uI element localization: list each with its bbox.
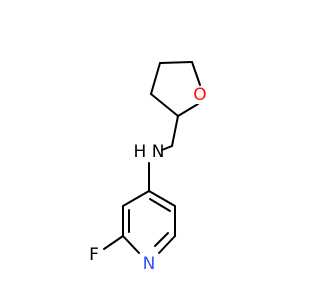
atom-label-fluorine: F <box>89 245 99 265</box>
bond-pyr-c6-n-double <box>154 232 169 247</box>
bond-thf-ch2 <box>171 115 179 147</box>
atom-label-amine: H N <box>134 142 165 162</box>
bond-thf-c4-c1 <box>150 93 179 117</box>
bond-pyr-c2-n <box>122 235 140 254</box>
bond-pyr-c4-c3 <box>122 190 150 207</box>
molecule-structure-diagram: O H N F N <box>89 61 207 274</box>
bond-thf-c1-c2 <box>150 62 161 95</box>
bond-thf-o-c4 <box>177 103 199 117</box>
bond-thf-c2-c3 <box>159 61 193 64</box>
atom-label-oxygen: O <box>193 85 206 105</box>
atom-label-pyridine-nitrogen: N <box>143 254 156 274</box>
bond-pyr-c4-c5 <box>148 190 176 207</box>
bond-c-f <box>103 235 124 250</box>
bond-pyr-c4-c5-double <box>149 198 171 212</box>
bond-pyr-c6-n <box>158 235 176 254</box>
bond-thf-c3-o <box>191 61 201 86</box>
